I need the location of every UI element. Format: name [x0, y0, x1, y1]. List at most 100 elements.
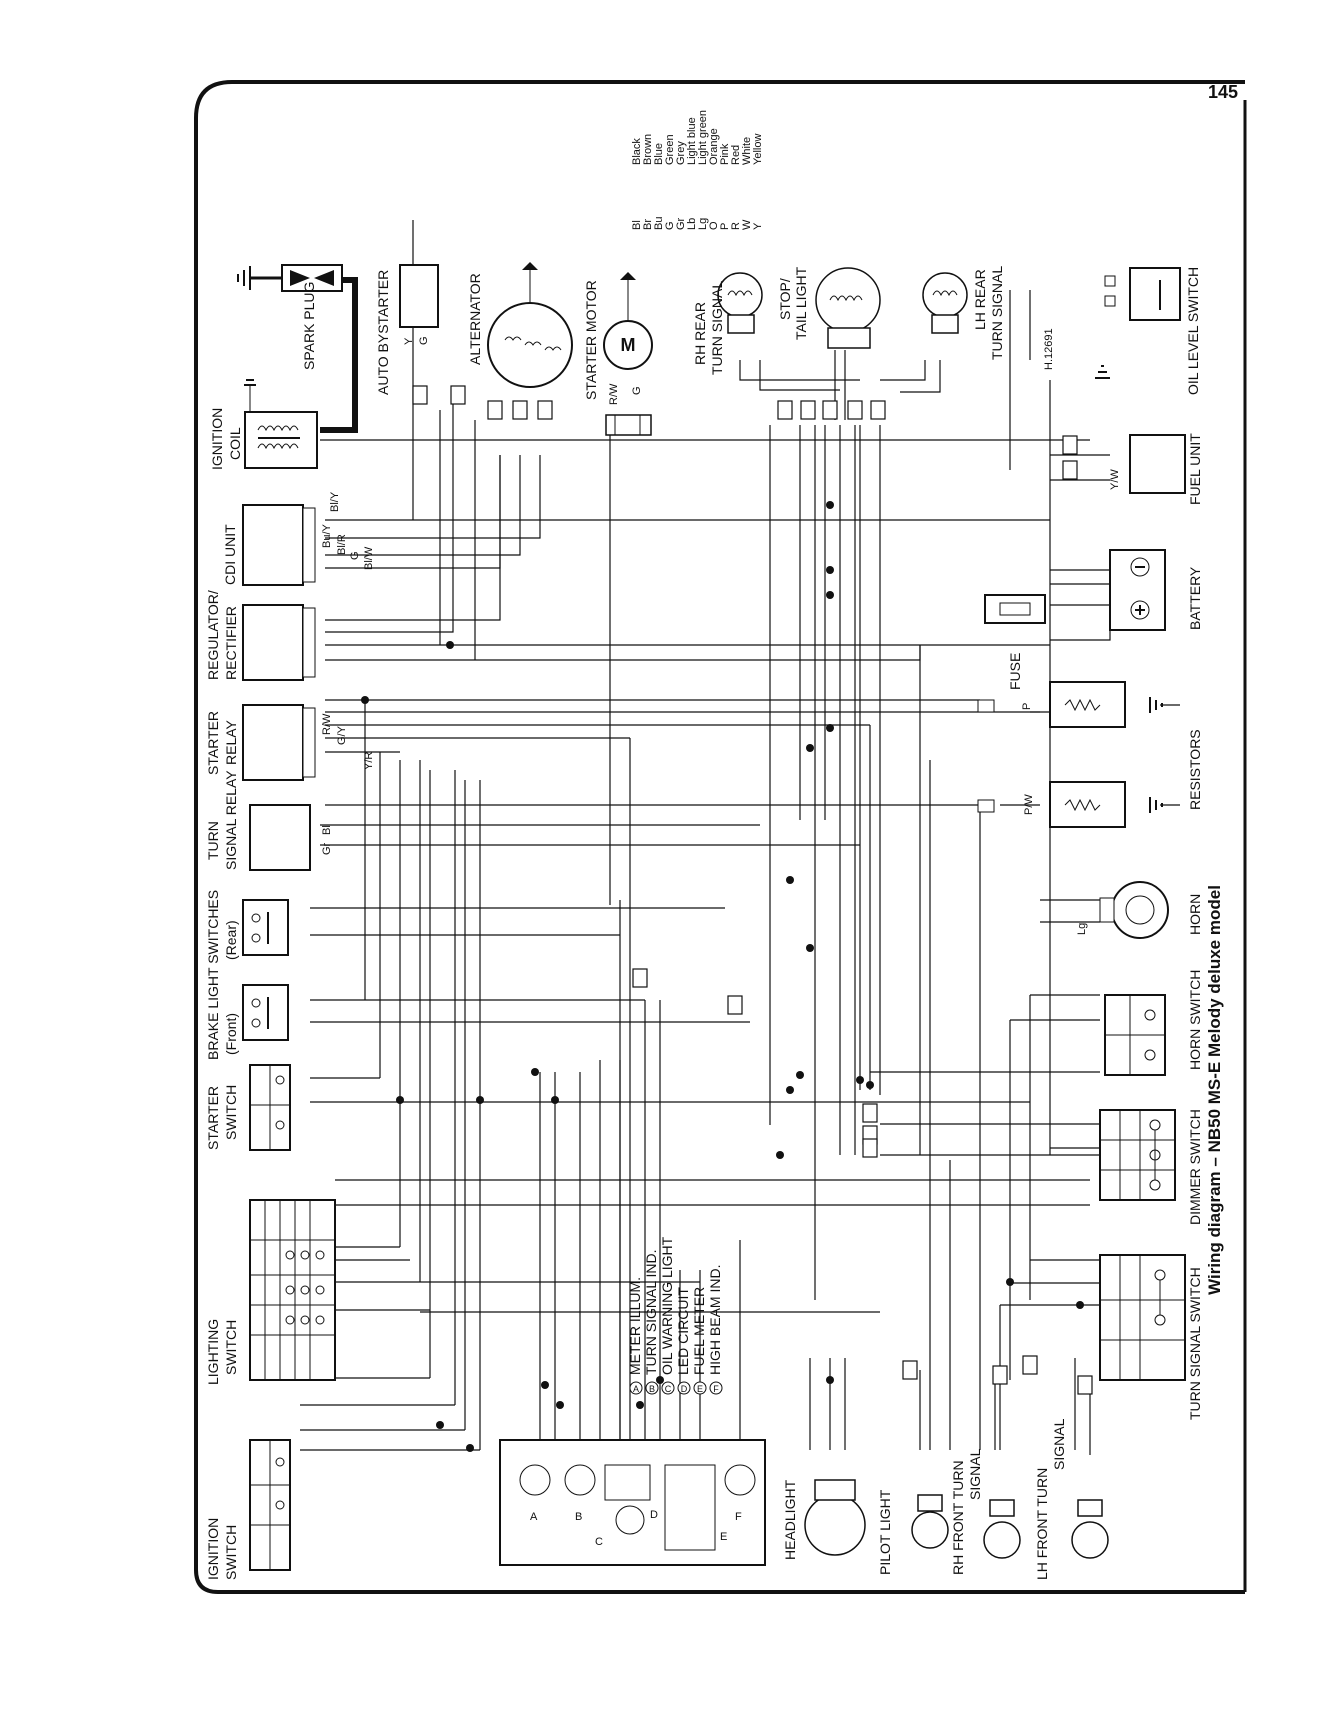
meter-legend-label: HIGH BEAM IND.	[707, 1265, 723, 1375]
meter-legend-letter: C	[665, 1384, 672, 1394]
meter-legend-marker	[709, 1381, 723, 1395]
wire-connector	[800, 400, 816, 420]
headlight-label: HEADLIGHT	[782, 1479, 798, 1560]
ignition-coil-label-1: IGNITION	[209, 408, 225, 470]
legend-code: G	[664, 221, 676, 230]
wire-connector	[777, 400, 793, 420]
meter-letter-c: C	[595, 1536, 603, 1548]
junction-dot	[531, 1068, 539, 1076]
wire-connector	[727, 995, 743, 1015]
legend-color-name: Black	[631, 138, 643, 165]
meter-legend-marker	[677, 1381, 691, 1395]
wire-label-bl-turnrelay: Bl	[321, 825, 333, 835]
wire-label-lg-horn: Lg	[1076, 923, 1088, 935]
meter-legend-label: LED CIRCUIT	[675, 1287, 691, 1375]
ignition-coil: IGNITION COIL Bl/Y	[209, 379, 341, 512]
junction-dot	[806, 944, 814, 952]
wire-label-buy-cdi: Bu/Y	[321, 523, 333, 548]
junction-dot	[826, 1376, 834, 1384]
wire-label-rw-motor: R/W	[608, 383, 620, 405]
legend-code: Br	[642, 219, 654, 230]
meter-legend-marker	[629, 1381, 643, 1395]
brake-switches-label: BRAKE LIGHT SWITCHES	[205, 890, 221, 1060]
turn-signal-relay: TURN SIGNAL RELAY Bl Gr	[205, 770, 333, 871]
rh-rear-label-1: RH REAR	[692, 302, 708, 365]
junction-dots	[361, 501, 1084, 1452]
ignition-switch-label-2: SWITCH	[223, 1525, 239, 1580]
junction-dot	[396, 1096, 404, 1104]
lh-front-label-1: LH FRONT TURN	[1034, 1468, 1050, 1580]
meter-legend-marker	[645, 1381, 659, 1395]
meter-legend-letter: B	[649, 1384, 655, 1394]
turn-relay-label-1: TURN	[205, 821, 221, 860]
rh-front-label-2: SIGNAL	[967, 1448, 983, 1500]
wire-connector	[822, 400, 838, 420]
horn-switch-label: HORN SWITCH	[1187, 970, 1203, 1070]
horn-label: HORN	[1187, 894, 1203, 935]
wire-label-rw-relay: R/W	[321, 713, 333, 735]
fuel-unit-label: FUEL UNIT	[1187, 433, 1203, 505]
stop-tail-label-1: STOP/	[777, 278, 793, 320]
legend-code: W	[741, 219, 753, 230]
meter-letter-f: F	[735, 1511, 742, 1523]
meter-letter-d: D	[650, 1509, 658, 1521]
wire-label-g-cdi: G	[349, 551, 361, 560]
ignition-coil-label-2: COIL	[227, 427, 243, 460]
regulator-label-1: REGULATOR/	[205, 590, 221, 680]
junction-dot	[826, 501, 834, 509]
alternator-label: ALTERNATOR	[467, 273, 483, 365]
meter-panel: A B C D E F	[499, 1439, 766, 1566]
oil-level-switch: OIL LEVEL SWITCH	[1104, 267, 1201, 395]
horn-switch	[1104, 994, 1166, 1076]
ignition-switch-label-1: IGNITION	[205, 1518, 221, 1580]
spark-plug-label: SPARK PLUG	[301, 282, 317, 370]
wire-label-yr-relay: Y/R	[363, 752, 375, 770]
wire-connector	[537, 400, 553, 420]
lh-front-label-2: SIGNAL	[1051, 1418, 1067, 1470]
legend-code: Gr	[675, 217, 687, 230]
wire-label-pw-res: P/W	[1023, 794, 1035, 815]
wire-connector	[862, 1138, 878, 1158]
turn-signal-switch-label: TURN SIGNAL SWITCH	[1187, 1267, 1203, 1420]
rh-front-label-1: RH FRONT TURN	[950, 1460, 966, 1575]
junction-dot	[556, 1401, 564, 1409]
headlight: HEADLIGHT	[782, 1479, 866, 1560]
regulator-label-2: RECTIFIER	[223, 606, 239, 680]
wire-connector	[412, 385, 428, 405]
junction-dot	[826, 724, 834, 732]
junction-dot	[541, 1381, 549, 1389]
wire-connector	[450, 385, 466, 405]
meter-legend-label: TURN SIGNAL IND.	[643, 1250, 659, 1376]
junction-dot	[361, 696, 369, 704]
rh-front-turn-signal: RH FRONT TURN SIGNAL	[950, 1448, 1021, 1575]
junction-dot	[786, 876, 794, 884]
legend-color-name: Light green	[697, 110, 709, 165]
legend-color-name: Light blue	[686, 117, 698, 165]
lighting-switch-label-2: SWITCH	[223, 1320, 239, 1375]
starter-switch	[249, 1064, 291, 1151]
lh-front-turn-signal: LH FRONT TURN SIGNAL	[1034, 1418, 1109, 1580]
legend-color-name: Grey	[675, 141, 687, 165]
junction-dot	[806, 744, 814, 752]
legend-color-name: Red	[730, 145, 742, 165]
legend-color-name: Blue	[653, 143, 665, 165]
ground-symbols-resistors	[1149, 697, 1163, 813]
legend-code: R	[730, 222, 742, 230]
meter-legend-letter: A	[633, 1384, 639, 1394]
rh-rear-label-2: TURN SIGNAL	[709, 281, 725, 375]
cdi-unit-label: CDI UNIT	[222, 524, 238, 585]
brake-rear-label: (Rear)	[223, 920, 239, 960]
meter-letter-e: E	[720, 1531, 727, 1543]
junction-dot	[656, 1376, 664, 1384]
wire-label-g-bystarter: G	[418, 336, 430, 345]
junction-dot	[856, 1076, 864, 1084]
pilot-light-label: PILOT LIGHT	[877, 1489, 893, 1575]
wires	[300, 220, 1180, 1455]
meter-letter-b: B	[575, 1511, 582, 1523]
wire-label-gy-relay: G/Y	[336, 725, 348, 745]
meter-legend-letter: D	[681, 1384, 688, 1394]
wire-connector	[862, 1103, 878, 1123]
page-frame	[194, 80, 1245, 1594]
legend-code: Y	[752, 222, 764, 230]
